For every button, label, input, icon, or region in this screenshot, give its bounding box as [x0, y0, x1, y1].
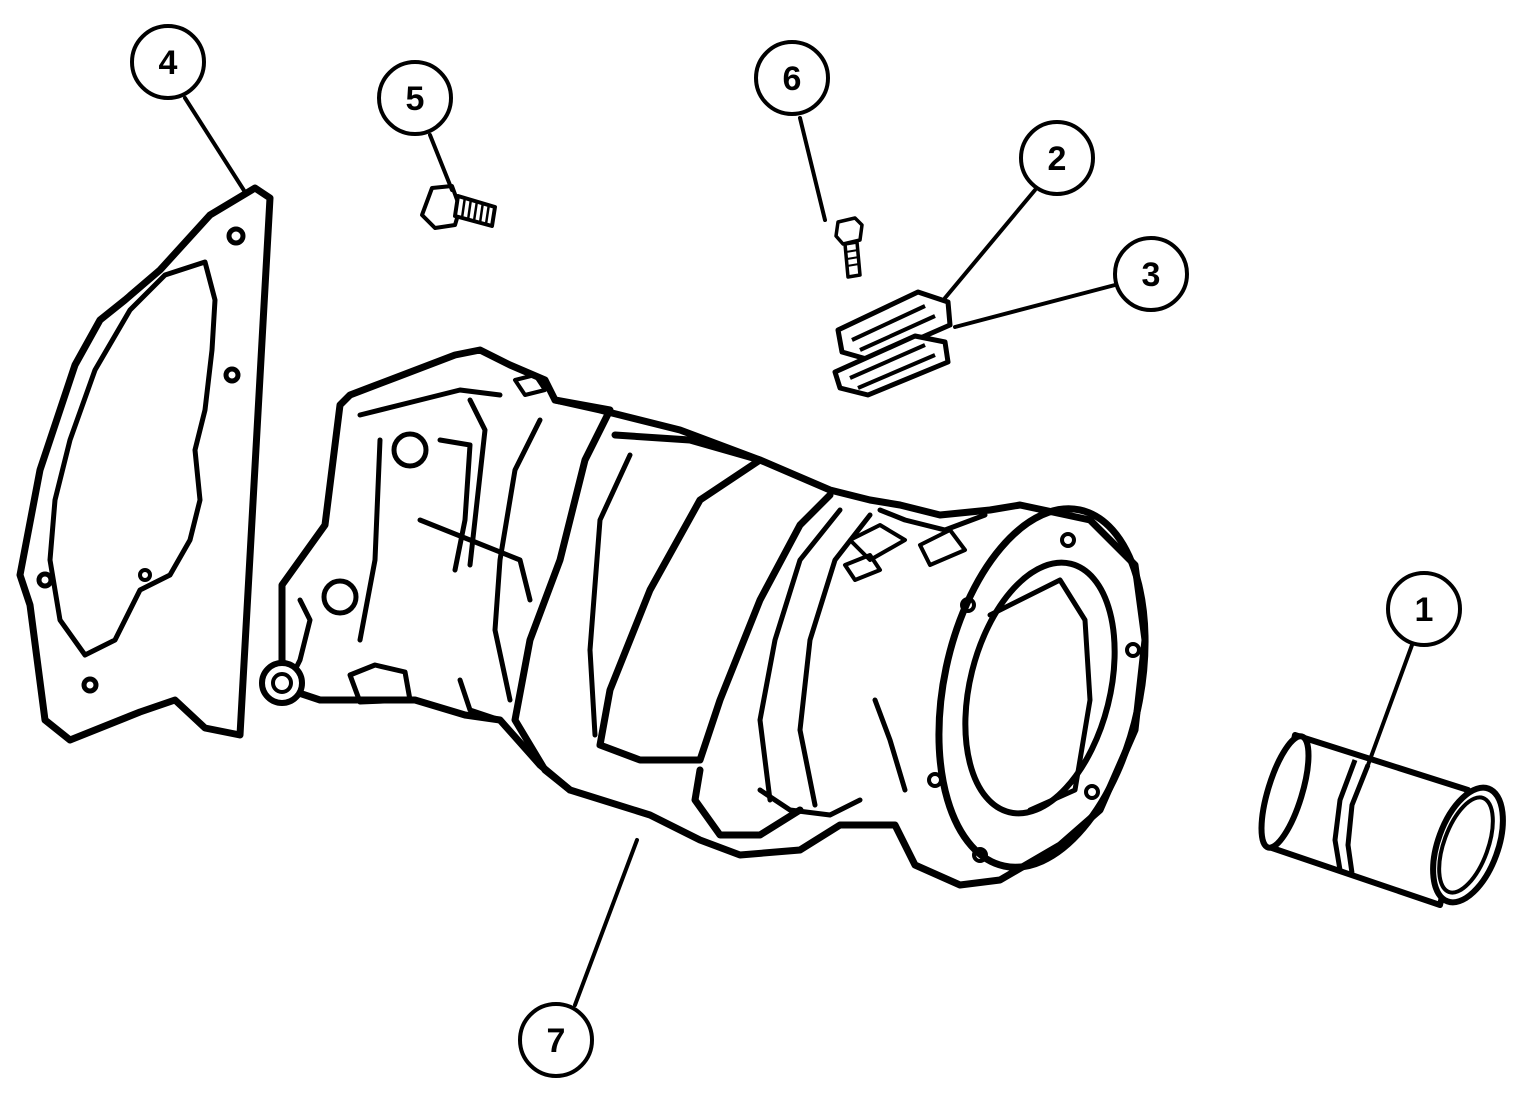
leader-line-2: [943, 188, 1037, 300]
leader-line-3: [953, 283, 1117, 329]
callout-3: 3: [1113, 236, 1189, 312]
callout-circle: [518, 1002, 594, 1078]
callout-label: 5: [406, 80, 425, 118]
callout-5: 5: [377, 60, 453, 136]
bushing-part: [1258, 732, 1506, 908]
callout-circle: [754, 40, 830, 116]
callout-circle: [377, 60, 453, 136]
leader-line-1: [1366, 643, 1414, 767]
callout-circle: [130, 24, 206, 100]
leader-line-4: [183, 96, 247, 194]
callout-circle: [1386, 571, 1462, 647]
callout-label: 3: [1142, 256, 1161, 294]
callout-7: 7: [518, 1002, 594, 1078]
leader-line-5: [428, 133, 454, 192]
callout-circle: [1113, 236, 1189, 312]
callout-label: 6: [783, 60, 802, 98]
callout-label: 1: [1415, 591, 1434, 629]
callout-2: 2: [1019, 120, 1095, 196]
leader-line-6: [798, 116, 827, 222]
callout-6: 6: [754, 40, 830, 116]
vent-clip-part: [832, 289, 953, 398]
callout-label: 7: [547, 1022, 566, 1060]
callout-1: 1: [1386, 571, 1462, 647]
callout-circle: [1019, 120, 1095, 196]
gasket-part: [16, 184, 274, 744]
callout-label: 2: [1048, 140, 1067, 178]
leader-line-7: [573, 838, 639, 1007]
callout-label: 4: [159, 44, 178, 82]
bolt-part: [420, 184, 497, 230]
callout-4: 4: [130, 24, 206, 100]
small-bolt-part: [834, 216, 864, 279]
leader-lines: [183, 96, 1414, 1007]
extension-housing-part: [259, 346, 1149, 889]
